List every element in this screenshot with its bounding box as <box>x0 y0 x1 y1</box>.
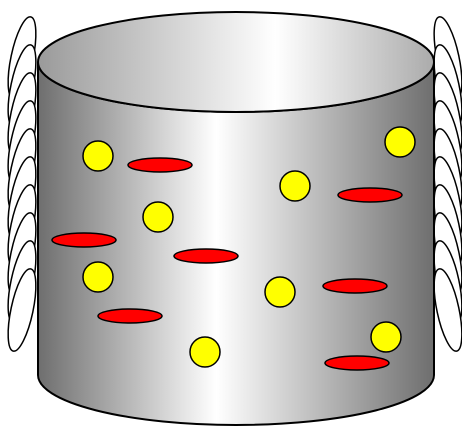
yellow-circle <box>82 140 114 172</box>
side-lobe-left <box>7 268 37 352</box>
yellow-circle <box>82 261 114 293</box>
yellow-circle <box>279 170 311 202</box>
particles <box>51 126 416 371</box>
yellow-circle <box>370 321 402 353</box>
red-oval <box>337 187 403 203</box>
red-oval <box>322 278 388 294</box>
red-oval <box>173 248 239 264</box>
yellow-circle <box>189 336 221 368</box>
right-side-lobes <box>433 16 462 352</box>
yellow-circle <box>142 201 174 233</box>
yellow-circle <box>384 126 416 158</box>
left-side-lobes <box>7 16 37 352</box>
side-lobe-right <box>433 268 462 352</box>
red-oval <box>51 232 117 248</box>
cylinder-top <box>37 11 435 113</box>
red-oval <box>324 355 390 371</box>
red-oval <box>97 308 163 324</box>
yellow-circle <box>264 276 296 308</box>
red-oval <box>127 157 193 173</box>
